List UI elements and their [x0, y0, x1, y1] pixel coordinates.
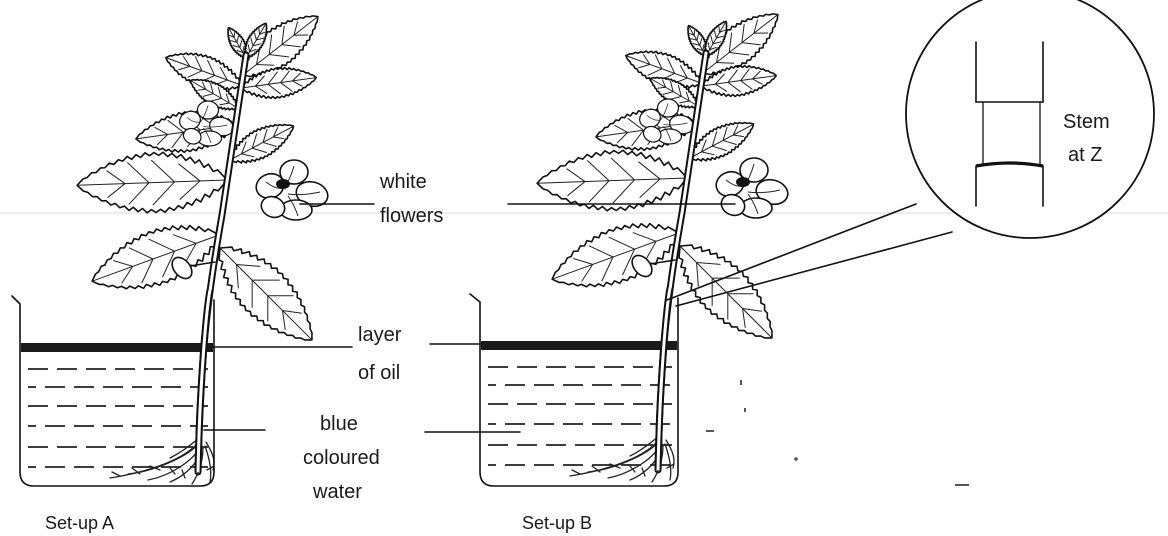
label-line: coloured [303, 447, 380, 469]
beaker-a [12, 296, 214, 486]
label-blue-coloured-water: blue coloured water [204, 413, 520, 503]
oil-layer-b [481, 341, 677, 350]
label-line: water [312, 481, 362, 503]
caption-setup-b: Set-up B [522, 513, 592, 533]
leaf [76, 150, 228, 215]
label-line: Stem [1063, 111, 1110, 133]
magnifier-circle [906, 0, 1154, 238]
label-line: flowers [380, 205, 443, 227]
white-flower [253, 160, 331, 221]
oil-layer-a [21, 343, 213, 352]
flower-petals [253, 160, 331, 221]
label-line: layer [358, 324, 402, 346]
water-b [488, 367, 672, 465]
beaker-b [470, 294, 678, 486]
caption-setup-a: Set-up A [45, 513, 114, 533]
label-line: at Z [1068, 144, 1102, 166]
label-line: blue [320, 413, 358, 435]
beaker-b-outline [470, 294, 678, 486]
label-line: white [379, 171, 427, 193]
scan-specks [706, 380, 969, 486]
flower-centre [276, 179, 290, 189]
label-layer-of-oil: layer of oil [213, 324, 482, 384]
leaf [202, 230, 331, 359]
label-line: of oil [358, 362, 400, 384]
beaker-a-outline [12, 296, 214, 486]
